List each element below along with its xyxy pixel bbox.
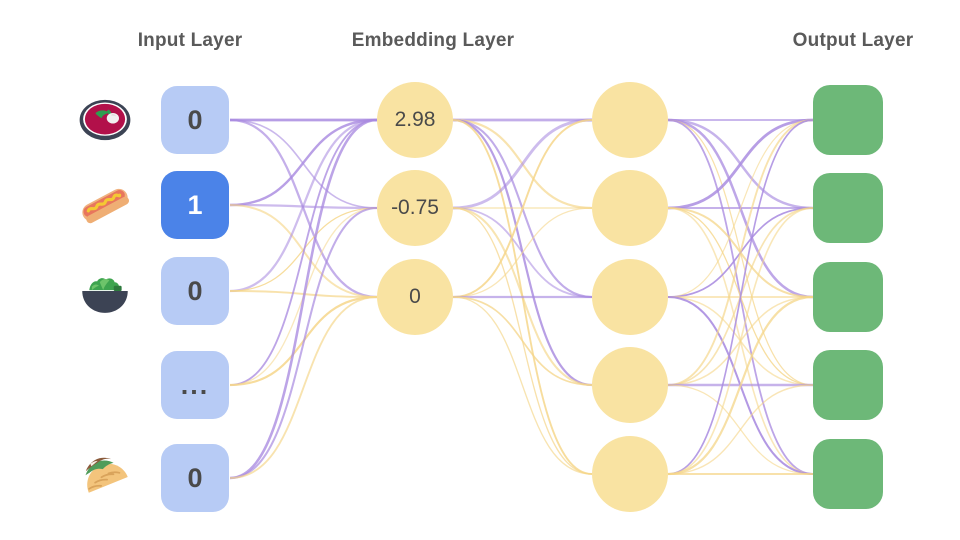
output-layer-title: Output Layer [792, 30, 914, 51]
input-node-0[interactable]: 0 [161, 86, 229, 154]
input-node-2[interactable]: 0 [161, 257, 229, 325]
salad-bowl-icon [77, 263, 133, 319]
embedding-node-1[interactable]: -0.75 [377, 170, 453, 246]
output-node-0[interactable] [813, 85, 883, 155]
taco-icon [77, 447, 133, 503]
embedding-node-0-value: 2.98 [394, 108, 436, 131]
output-node-2[interactable] [813, 262, 883, 332]
embedding-node-0[interactable]: 2.98 [377, 82, 453, 158]
input-node-4-value: 0 [187, 462, 203, 493]
input-node-0-value: 0 [187, 104, 203, 135]
embedding-node-1-value: -0.75 [391, 196, 439, 219]
input-node-3[interactable]: ... [161, 351, 229, 419]
hidden-node-2[interactable] [592, 259, 668, 335]
input-layer-title: Input Layer [137, 30, 243, 51]
output-node-4[interactable] [813, 439, 883, 509]
soup-bowl-icon [77, 92, 133, 148]
hidden-node-1[interactable] [592, 170, 668, 246]
input-node-1[interactable]: 1 [161, 171, 229, 239]
input-node-1-value: 1 [187, 189, 203, 220]
output-node-3[interactable] [813, 350, 883, 420]
hidden-node-4[interactable] [592, 436, 668, 512]
output-node-1[interactable] [813, 173, 883, 243]
input-node-4[interactable]: 0 [161, 444, 229, 512]
hidden-node-0[interactable] [592, 82, 668, 158]
hot-dog-icon [77, 177, 133, 233]
embedding-node-2-value: 0 [409, 285, 421, 308]
embedding-layer-title: Embedding Layer [351, 30, 515, 51]
input-node-2-value: 0 [187, 275, 203, 306]
embedding-node-2[interactable]: 0 [377, 259, 453, 335]
hidden-node-3[interactable] [592, 347, 668, 423]
input-node-3-value: ... [180, 369, 210, 400]
